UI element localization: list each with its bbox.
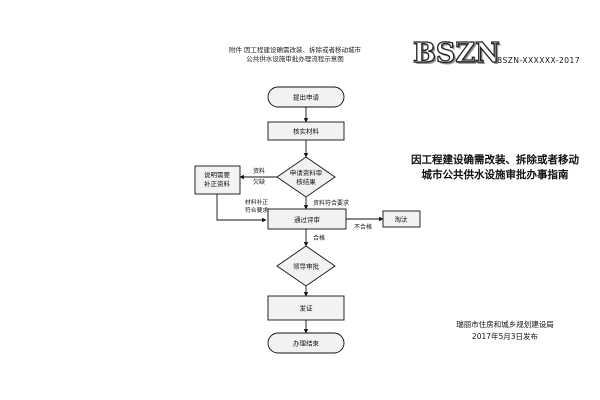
supplement-label-1: 材料补正 — [245, 198, 268, 206]
bszn-logo: BSZN — [412, 37, 500, 69]
notify-label-1: 说明需要 — [204, 170, 231, 179]
document-code: BSZN-XXXXXX-2017 — [497, 56, 581, 65]
approve-label: 领导审批 — [293, 262, 320, 271]
issue-date: 2017年5月3日发布 — [471, 332, 539, 341]
end-terminal — [267, 332, 345, 354]
reject-label: 淘汰 — [395, 215, 409, 224]
check-decision — [276, 156, 336, 198]
check-label-2: 核结果 — [296, 177, 316, 186]
pass-label: 合格 — [313, 234, 325, 242]
start-terminal — [267, 86, 345, 108]
guide-title-line2: 城市公共供水设施审批办事指南 — [421, 169, 569, 181]
issue-box — [267, 295, 345, 321]
supplement-label-2: 符合要求 — [245, 206, 268, 214]
issue-label: 发证 — [300, 304, 314, 313]
issuer-footer: 瑞丽市住房和城乡规划建设局 2017年5月3日发布 — [430, 319, 580, 343]
verify-box — [267, 121, 345, 141]
reject-box — [382, 210, 421, 228]
check-label-1: 申请资料审 — [290, 168, 323, 177]
guide-title-line1: 因工程建设确需改装、拆除或者移动 — [411, 154, 579, 166]
review-label: 通过评审 — [294, 215, 320, 224]
flowchart-caption-line2: 公共供水设施审批办理流程示意图 — [246, 55, 344, 63]
notify-box — [194, 165, 241, 195]
meets-label: 资料符合要求 — [313, 199, 349, 207]
flowchart-caption-line1: 附件 因工程建设确需改装、拆除或者移动城市 — [228, 46, 362, 54]
approve-decision — [276, 245, 336, 287]
review-box — [267, 208, 347, 230]
verify-label: 核实材料 — [293, 127, 320, 136]
notify-label-2: 补正资料 — [204, 179, 231, 188]
guide-title: 因工程建设确需改装、拆除或者移动 城市公共供水设施审批办事指南 — [392, 153, 598, 183]
lack-label-2: 欠缺 — [253, 178, 265, 186]
flowchart-caption: 附件 因工程建设确需改装、拆除或者移动城市 公共供水设施审批办理流程示意图 — [205, 46, 385, 64]
issuer-name: 瑞丽市住房和城乡规划建设局 — [456, 320, 554, 329]
end-label: 办理结束 — [293, 339, 320, 348]
start-label: 提出申请 — [293, 93, 320, 102]
lack-label-1: 资料 — [253, 167, 265, 175]
fail-label: 不合格 — [354, 223, 372, 231]
